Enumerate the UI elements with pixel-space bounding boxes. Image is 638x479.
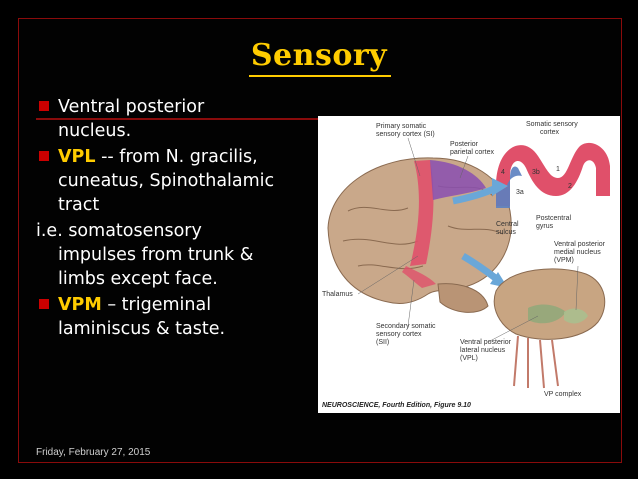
label-vpl-3: (VPL) bbox=[460, 355, 478, 362]
thalamus-shape bbox=[493, 268, 606, 340]
brain-sulci bbox=[342, 185, 504, 270]
primary-somatic-region bbox=[410, 160, 434, 266]
label-postcentral-gyrus-2: gyrus bbox=[536, 223, 554, 230]
cortex-fold-blue bbox=[496, 166, 522, 208]
bullet-line: VPM – trigeminal bbox=[58, 293, 316, 317]
label-primary-somatic-2: sensory cortex (SI) bbox=[376, 131, 435, 138]
plain-line: impulses from trunk & bbox=[58, 245, 254, 265]
label-thalamus: Thalamus bbox=[322, 291, 353, 298]
label-somatic-sensory-1: Somatic sensory bbox=[526, 121, 578, 128]
leader-lines bbox=[357, 137, 579, 343]
label-postcentral-gyrus-1: Postcentral bbox=[536, 215, 571, 222]
ascending-tracts bbox=[513, 335, 559, 389]
cortex-fold-red bbox=[496, 142, 610, 206]
label-secondary-somatic-2: sensory cortex bbox=[376, 331, 422, 338]
bullet-line: tract bbox=[58, 195, 100, 215]
vpl-rest: -- from N. gracilis, bbox=[95, 147, 258, 167]
title-underline bbox=[249, 75, 391, 77]
label-vpl-2: lateral nucleus bbox=[460, 347, 506, 354]
vpm-rest: – trigeminal bbox=[101, 295, 212, 315]
plain-line: limbs except face. bbox=[58, 269, 218, 289]
cerebellum-shape bbox=[437, 283, 489, 313]
area-2-label: 2 bbox=[568, 183, 572, 190]
posterior-parietal-region bbox=[430, 160, 486, 200]
arrow-head-cortex bbox=[492, 178, 508, 196]
label-posterior-parietal-2: parietal cortex bbox=[450, 149, 494, 156]
bullet-item-ventral-posterior: Ventral posterior nucleus. bbox=[36, 95, 316, 143]
plain-item-somatosensory: i.e. somatosensory impulses from trunk &… bbox=[36, 219, 316, 291]
vpm-label: VPM bbox=[58, 295, 102, 315]
square-bullet-icon bbox=[39, 151, 49, 161]
area-4-label: 4 bbox=[501, 169, 505, 176]
label-secondary-somatic-3: (SII) bbox=[376, 339, 389, 346]
label-central-sulcus-1: Central bbox=[496, 221, 519, 228]
label-vpm-1: Ventral posterior bbox=[554, 241, 606, 248]
bullet-line: VPL -- from N. gracilis, bbox=[58, 145, 316, 169]
label-central-sulcus-2: sulcus bbox=[496, 229, 516, 236]
figure-caption: NEUROSCIENCE, Fourth Edition, Figure 9.1… bbox=[322, 402, 471, 409]
area-1-label: 1 bbox=[556, 166, 560, 173]
label-somatic-sensory-2: cortex bbox=[540, 129, 560, 136]
vpl-label: VPL bbox=[58, 147, 96, 167]
bullet-item-vpl: VPL -- from N. gracilis, cuneatus, Spino… bbox=[36, 145, 316, 217]
vpm-nucleus-shape bbox=[564, 308, 588, 324]
bullet-line: nucleus. bbox=[58, 121, 132, 141]
divider-line bbox=[36, 118, 322, 120]
bullet-line: Ventral posterior bbox=[58, 97, 205, 117]
bullet-line: laminiscus & taste. bbox=[58, 319, 226, 339]
footer-date: Friday, February 27, 2015 bbox=[36, 447, 151, 458]
slide-title: Sensory bbox=[250, 38, 388, 73]
brain-figure-svg: 3a 3b 1 2 4 Primary somatic sensory cort… bbox=[322, 121, 610, 409]
square-bullet-icon bbox=[39, 299, 49, 309]
slide-body: Ventral posterior nucleus. VPL -- from N… bbox=[36, 95, 316, 343]
label-vpm-3: (VPM) bbox=[554, 257, 574, 264]
area-3b-label: 3b bbox=[532, 169, 540, 176]
label-vpl-1: Ventral posterior bbox=[460, 339, 512, 346]
bullet-line: cuneatus, Spinothalamic bbox=[58, 171, 275, 191]
vpl-nucleus-shape bbox=[528, 304, 566, 324]
cortex-fold bbox=[496, 142, 610, 208]
secondary-somatic-region bbox=[402, 266, 436, 288]
bullet-item-vpm: VPM – trigeminal laminiscus & taste. bbox=[36, 293, 316, 341]
label-primary-somatic-1: Primary somatic bbox=[376, 123, 427, 130]
plain-first-line: i.e. somatosensory bbox=[36, 221, 202, 241]
label-vp-complex: VP complex bbox=[544, 391, 582, 398]
label-secondary-somatic-1: Secondary somatic bbox=[376, 323, 436, 330]
brain-figure: 3a 3b 1 2 4 Primary somatic sensory cort… bbox=[318, 116, 620, 413]
square-bullet-icon bbox=[39, 101, 49, 111]
label-posterior-parietal-1: Posterior bbox=[450, 141, 479, 148]
area-3a-label: 3a bbox=[516, 189, 524, 196]
label-vpm-2: medial nucleus bbox=[554, 249, 601, 256]
